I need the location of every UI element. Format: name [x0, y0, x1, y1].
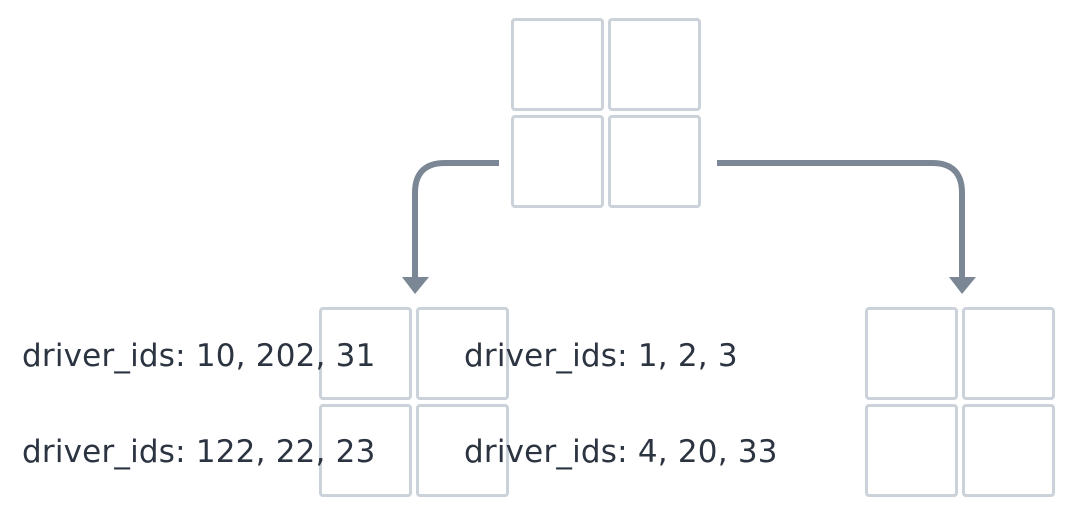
arrow-head-left [402, 277, 429, 294]
root-cell-ne [608, 18, 701, 111]
right-cell-se [962, 404, 1055, 497]
arrow-to-right-child [717, 160, 965, 282]
right-cell-sw [865, 404, 958, 497]
right-cell-nw [865, 307, 958, 400]
left-cell-se [416, 404, 509, 497]
right-cell-ne [962, 307, 1055, 400]
arrow-head-right [949, 277, 976, 294]
driver-ids-label-se: driver_ids: 4, 20, 33 [464, 434, 778, 470]
arrow-to-left-child [412, 160, 499, 282]
left-cell-sw [319, 404, 412, 497]
driver-ids-label-ne: driver_ids: 1, 2, 3 [464, 338, 738, 374]
root-cell-nw [511, 18, 604, 111]
left-cell-ne [416, 307, 509, 400]
left-cell-nw [319, 307, 412, 400]
driver-ids-label-sw: driver_ids: 122, 22, 23 [22, 434, 376, 470]
root-cell-se [608, 115, 701, 208]
root-cell-sw [511, 115, 604, 208]
driver-ids-label-nw: driver_ids: 10, 202, 31 [22, 338, 376, 374]
